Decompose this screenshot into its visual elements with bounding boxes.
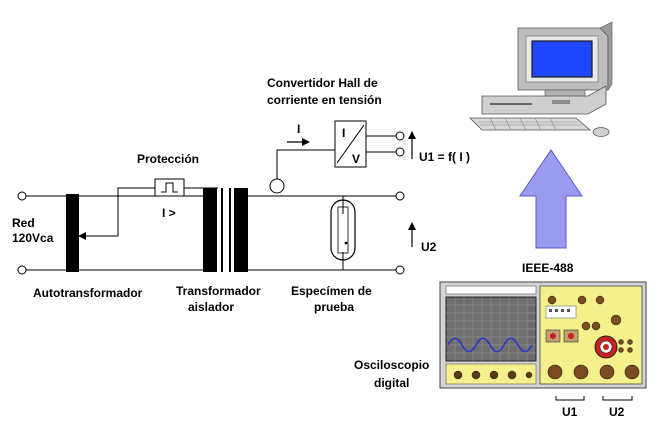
label-converter-v: V: [352, 152, 360, 166]
output-terminal-u1-top: [395, 131, 405, 141]
label-red: Red: [12, 216, 35, 230]
label-ieee: IEEE-488: [522, 261, 574, 275]
label-transformador: Transformador: [176, 284, 261, 298]
output-terminal-u2-top: [395, 191, 405, 201]
label-breaker-rating: I >: [162, 206, 176, 220]
input-terminal-top: [17, 191, 27, 201]
isolation-transformer: [203, 188, 248, 272]
label-converter-i: I: [342, 126, 345, 140]
digital-oscilloscope-icon: [439, 281, 647, 389]
scope-grid: [446, 297, 536, 361]
up-arrow-icon: [519, 149, 583, 249]
label-osciloscopio: Osciloscopio: [354, 358, 429, 372]
protection-breaker: [154, 178, 185, 197]
u1-voltage-arrow: [408, 131, 416, 159]
scope-waveform: [447, 337, 533, 353]
hall-sensor: [269, 178, 285, 194]
label-aislador: aislador: [188, 300, 234, 314]
u2-voltage-arrow: [408, 222, 416, 247]
label-current: I: [297, 122, 300, 136]
autotransformer-core: [66, 194, 79, 272]
label-scope-u2: U2: [609, 405, 625, 419]
label-proteccion: Protección: [137, 152, 199, 166]
input-terminal-bottom: [17, 265, 27, 275]
label-convertidor-2: corriente en tensión: [267, 93, 382, 107]
channel-bracket-u1: [555, 396, 585, 401]
wiper-arrowhead: [78, 232, 86, 240]
label-u2: U2: [421, 240, 437, 254]
label-especimen-2: prueba: [314, 300, 354, 314]
label-digital: digital: [374, 376, 409, 390]
current-arrow: [287, 138, 310, 146]
label-especimen-1: Especímen de: [291, 284, 372, 298]
label-u1-equation: U1 = f( I ): [419, 150, 470, 164]
label-scope-u1: U1: [562, 405, 578, 419]
hall-converter-box: [334, 120, 367, 168]
output-terminal-u2-bottom: [395, 265, 405, 275]
channel-bracket-u2: [602, 396, 633, 401]
output-terminal-u1-bottom: [395, 147, 405, 157]
test-specimen: [330, 196, 356, 270]
desktop-computer-icon: [469, 21, 613, 137]
label-autotransformador: Autotransformador: [33, 286, 143, 300]
label-convertidor-1: Convertidor Hall de: [267, 76, 378, 90]
label-voltage: 120Vca: [12, 231, 54, 245]
